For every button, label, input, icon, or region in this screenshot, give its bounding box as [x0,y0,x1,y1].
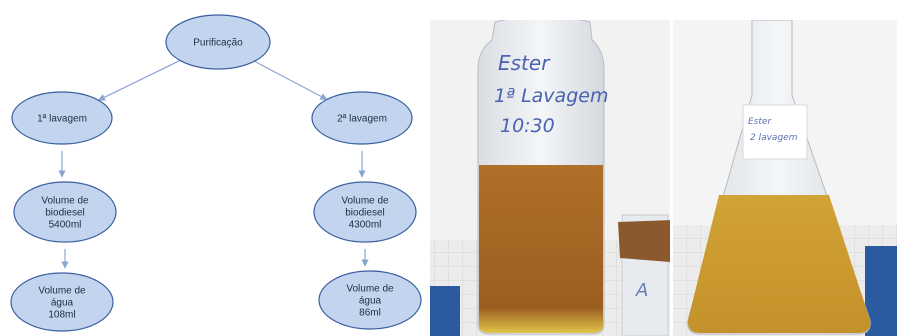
node-root: Purificação [165,14,271,70]
node-shape [318,270,422,330]
node-shape [313,181,417,243]
node-label: 1ª lavagem [37,114,87,125]
node-shape [13,181,117,243]
node-shape [10,272,114,332]
node-label: 4300ml [349,220,382,231]
node-label: Volume de [346,284,394,295]
bottle-label-line3: 10:30 [500,115,555,137]
node-label: Volume de [38,286,86,297]
bottle-label-line1: Ester [498,51,551,75]
node-shape [165,14,271,70]
node-shape [11,91,113,145]
node-label: 108ml [48,310,75,321]
node-label: 5400ml [49,220,82,231]
diagram-edges [58,59,369,269]
flask-label-line1: Ester [748,117,772,127]
arrow-root-to-left1 [97,59,181,101]
node-label: Volume de [341,196,389,207]
jar-label: A [635,280,648,301]
node-label: água [359,296,382,307]
node-label: água [51,298,74,309]
node-label: 2ª lavagem [337,114,387,125]
node-label: Volume de [41,196,89,207]
node-left1: 1ª lavagem [11,91,113,145]
node-label: Purificação [193,38,243,49]
node-label: 86ml [359,308,381,319]
node-label: biodiesel [45,208,84,219]
arrow-root-to-right1 [254,60,328,101]
bottle-label-line2: 1ª Lavagem [494,85,608,107]
flask-label-line2: 2 lavagem [750,133,798,143]
node-label: biodiesel [345,208,384,219]
photo-flask: Ester 2 lavagem [673,20,897,336]
node-shape [311,91,413,145]
photo-bottle: A Ester 1ª Lavagem 10:30 [430,20,670,336]
node-right1: 2ª lavagem [311,91,413,145]
